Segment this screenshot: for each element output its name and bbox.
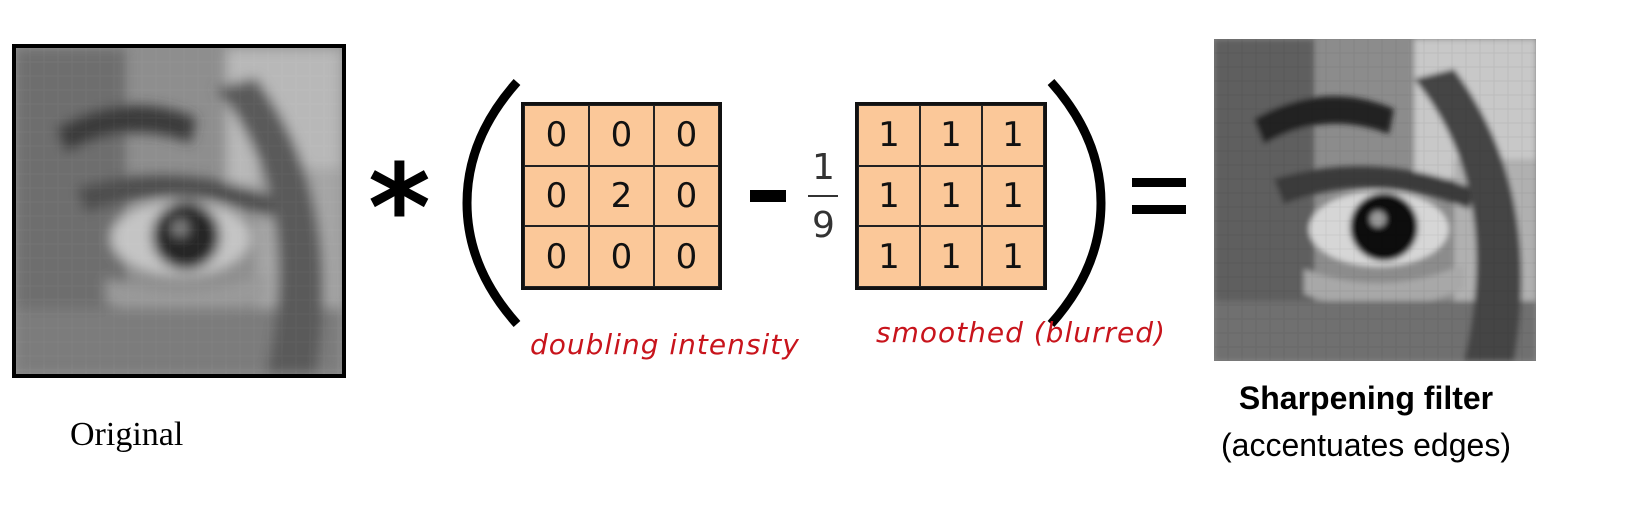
sharpened-eye-graphic	[1214, 39, 1536, 361]
kernel-cell: 1	[920, 226, 982, 287]
minus-operator	[750, 190, 786, 202]
original-image	[12, 44, 346, 378]
fraction-numerator: 1	[812, 147, 835, 188]
original-caption: Original	[70, 416, 184, 453]
kernel-cell: 1	[920, 105, 982, 166]
kernel-cell: 1	[982, 226, 1044, 287]
kernel-cell: 1	[858, 165, 920, 227]
box-kernel: 1 1 1 1 1 1 1 1 1	[855, 102, 1047, 290]
kernel-cell: 1	[982, 165, 1044, 227]
result-title: Sharpening filter	[1238, 380, 1494, 416]
fraction-denominator: 9	[812, 205, 835, 246]
result-subtitle: (accentuates edges)	[1221, 427, 1511, 463]
right-parenthesis	[1047, 79, 1106, 327]
fraction-bar	[808, 195, 838, 197]
kernel-cell: 0	[524, 105, 589, 166]
original-eye-graphic	[16, 48, 342, 374]
kernel-cell: 2	[589, 165, 654, 227]
kernel-cell: 0	[654, 105, 719, 166]
equals-operator	[1132, 178, 1186, 214]
kernel-cell: 0	[654, 226, 719, 287]
kernel-cell: 1	[858, 226, 920, 287]
identity-kernel: 0 0 0 0 2 0 0 0 0	[521, 102, 722, 290]
kernel-cell: 1	[920, 165, 982, 227]
sharpened-image	[1214, 39, 1536, 361]
left-parenthesis	[462, 79, 521, 327]
kernel-cell: 0	[524, 226, 589, 287]
box-annotation: smoothed (blurred)	[876, 316, 1166, 349]
kernel-cell: 1	[982, 105, 1044, 166]
kernel-cell: 1	[858, 105, 920, 166]
identity-annotation: doubling intensity	[530, 328, 800, 361]
convolution-operator: *	[368, 140, 431, 279]
kernel-cell: 0	[654, 165, 719, 227]
kernel-cell: 0	[524, 165, 589, 227]
kernel-cell: 0	[589, 105, 654, 166]
kernel-cell: 0	[589, 226, 654, 287]
